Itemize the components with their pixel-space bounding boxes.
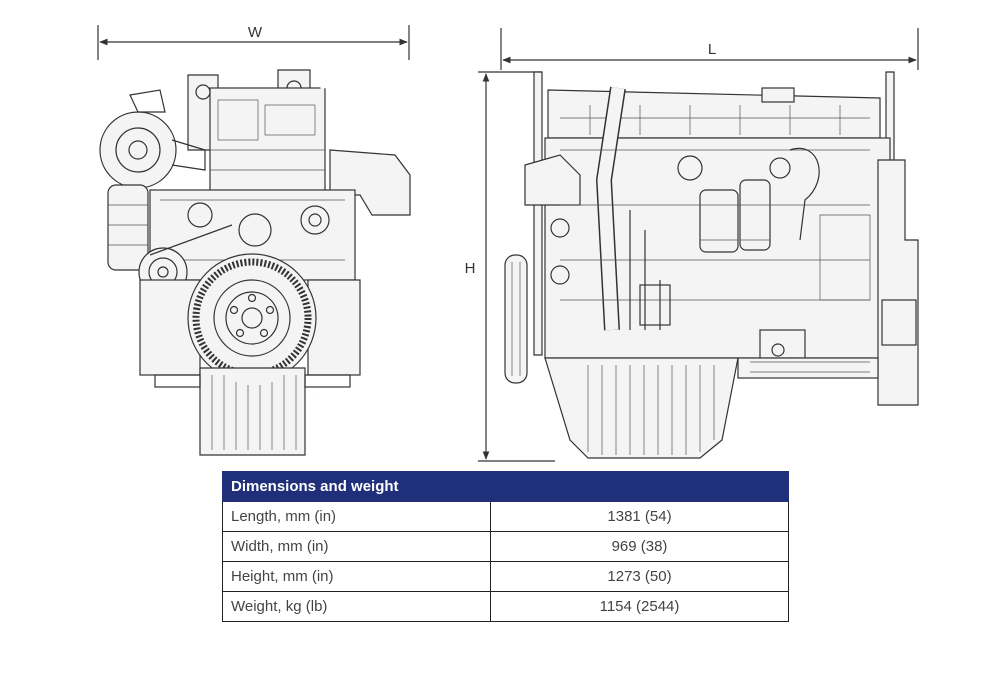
row-label: Weight, kg (lb) [222,591,491,622]
table-row-weight: Weight, kg (lb) 1154 (2544) [222,591,789,622]
table-header-row: Dimensions and weight [222,471,789,502]
length-label: L [708,41,716,58]
row-value: 1154 (2544) [490,591,789,622]
table-row-length: Length, mm (in) 1381 (54) [222,501,789,532]
engine-drawing: W L H [97,24,919,462]
table-row-width: Width, mm (in) 969 (38) [222,531,789,562]
height-label: H [465,260,476,277]
engine-side-view [504,71,919,459]
table-title: Dimensions and weight [222,471,789,502]
row-label: Width, mm (in) [222,531,491,562]
row-value: 1273 (50) [490,561,789,592]
row-label: Height, mm (in) [222,561,491,592]
width-dimension: W [97,24,410,60]
dimensions-weight-table: Dimensions and weight Length, mm (in) 13… [222,471,789,622]
engine-front-view [99,69,411,456]
width-label: W [248,24,263,41]
row-value: 1381 (54) [490,501,789,532]
row-value: 969 (38) [490,531,789,562]
length-dimension: L [500,28,919,70]
table-row-height: Height, mm (in) 1273 (50) [222,561,789,592]
height-dimension: H [465,71,555,462]
row-label: Length, mm (in) [222,501,491,532]
